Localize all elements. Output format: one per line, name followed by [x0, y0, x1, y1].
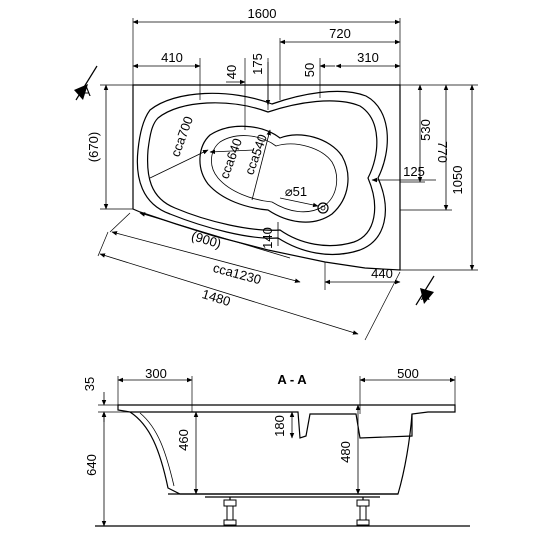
dim-460: 460: [176, 429, 191, 451]
dim-410: 410: [161, 50, 183, 65]
radius-cca700: cca700: [168, 114, 196, 159]
section-label-top: A: [82, 84, 91, 99]
radius-cca640: cca640: [217, 136, 245, 181]
section-view: A - A 300 500: [82, 366, 470, 527]
tub-basin-outer: [136, 90, 388, 256]
dim-40: 40: [224, 65, 239, 79]
leg-left: [223, 497, 237, 526]
dim-1050: 1050: [450, 166, 465, 195]
dim-530: 530: [418, 119, 433, 141]
dim-175: 175: [250, 53, 265, 75]
section-arrow-bottom: [420, 288, 434, 304]
dim-900: (900): [190, 228, 223, 251]
dim-140: 140: [260, 227, 275, 249]
dim-440: 440: [371, 266, 393, 281]
section-label-bottom: A: [421, 288, 430, 303]
dim-1480: 1480: [200, 286, 232, 309]
dim-720: 720: [329, 26, 351, 41]
dim-300: 300: [145, 366, 167, 381]
section-rim: [117, 404, 456, 439]
drain-circle: [317, 202, 329, 214]
dim-770: 770: [435, 141, 450, 163]
dim-670: (670): [86, 132, 101, 162]
dim-35: 35: [82, 377, 97, 391]
section-body-inner: [139, 412, 175, 487]
drain-center: [320, 205, 326, 211]
dim-50: 50: [302, 63, 317, 77]
section-arrow-top: [74, 84, 88, 100]
dim-125: 125: [403, 164, 425, 179]
dim-500: 500: [397, 366, 419, 381]
dim-1600: 1600: [248, 6, 277, 21]
radius-cca540: cca540: [242, 132, 270, 177]
dim-cca1230: cca1230: [211, 260, 262, 287]
dim-480: 480: [338, 441, 353, 463]
tub-basin-step: [146, 100, 378, 247]
plan-view: 1600 720 410 40 175 50 310 (670) 530 770: [74, 6, 478, 341]
section-body: [129, 411, 413, 495]
drain-diameter: ⌀51: [285, 184, 307, 199]
dim-640: 640: [84, 454, 99, 476]
dim-310: 310: [357, 50, 379, 65]
leg-right: [356, 497, 370, 526]
tub-inner-floor: [199, 125, 349, 223]
section-title: A - A: [277, 372, 307, 387]
dim-180: 180: [272, 415, 287, 437]
